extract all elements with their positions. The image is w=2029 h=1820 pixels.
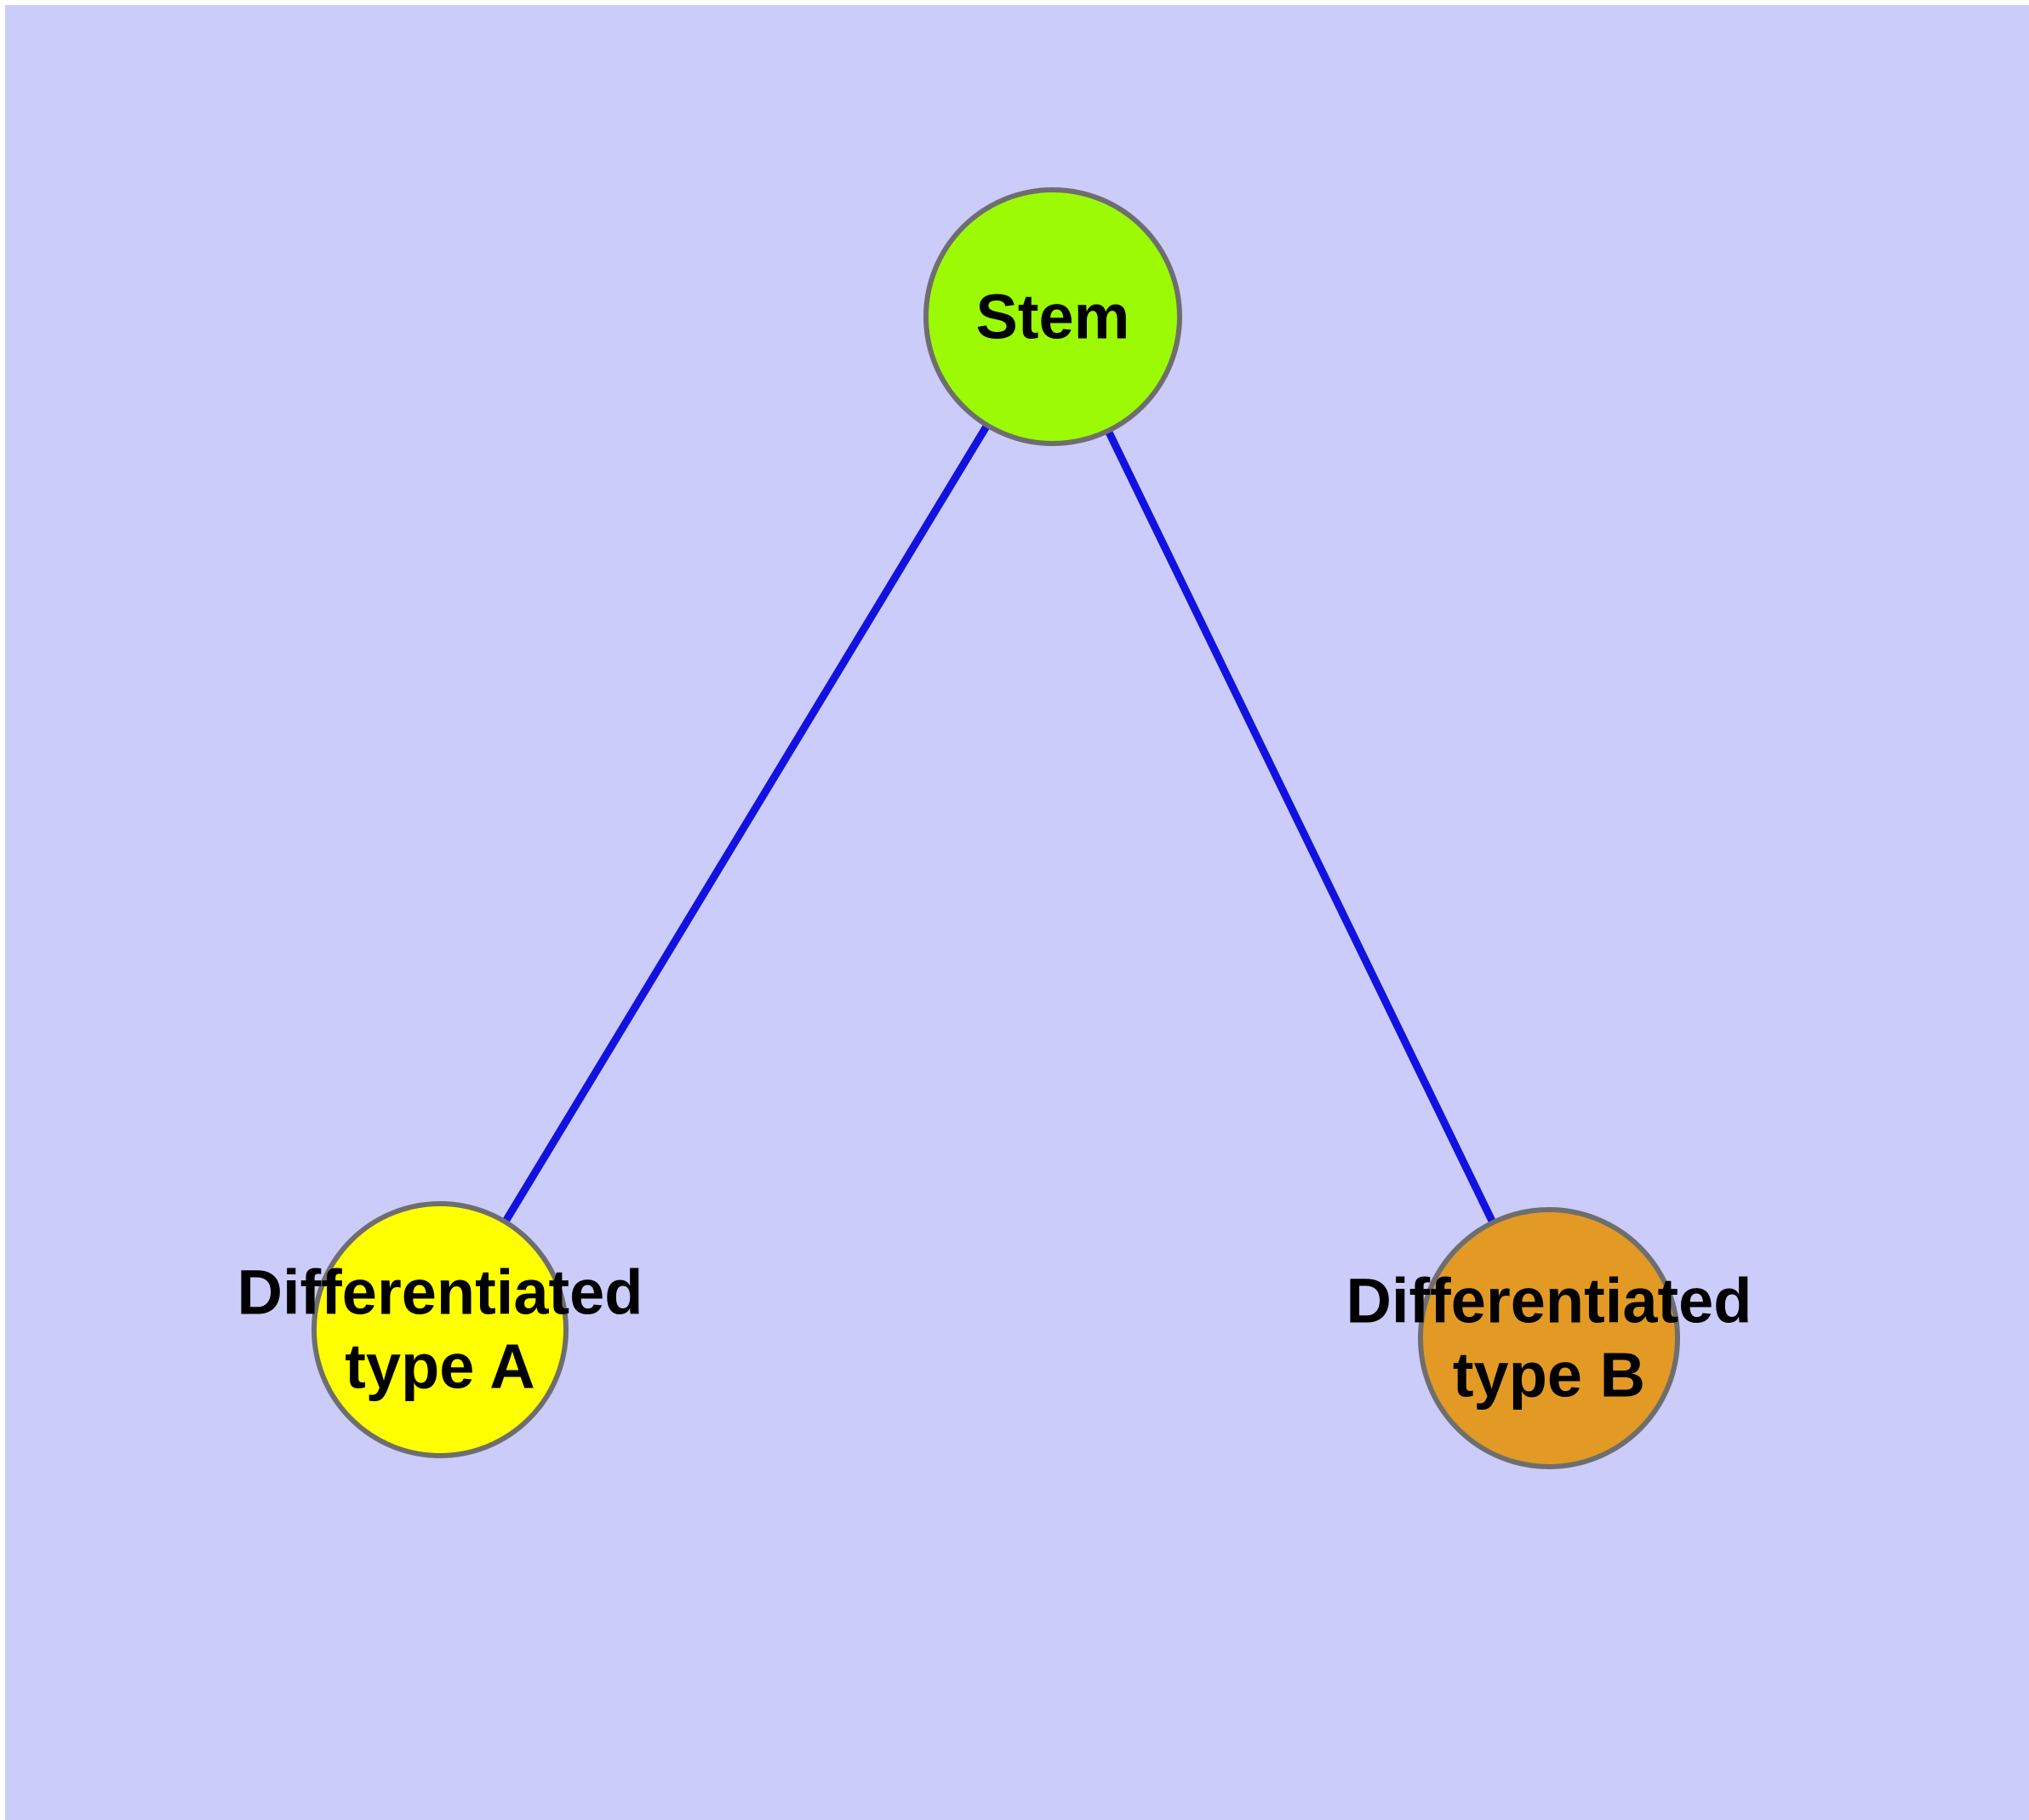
nodes-group	[311, 187, 1680, 1469]
node-diff_b[interactable]	[1418, 1207, 1680, 1469]
node-stem[interactable]	[923, 187, 1182, 446]
node-diff_a[interactable]	[311, 1201, 569, 1458]
edge-stem-diff-a[interactable]	[502, 424, 990, 1222]
edge-stem-diff-b[interactable]	[1105, 430, 1496, 1223]
edges-group	[502, 424, 1496, 1223]
